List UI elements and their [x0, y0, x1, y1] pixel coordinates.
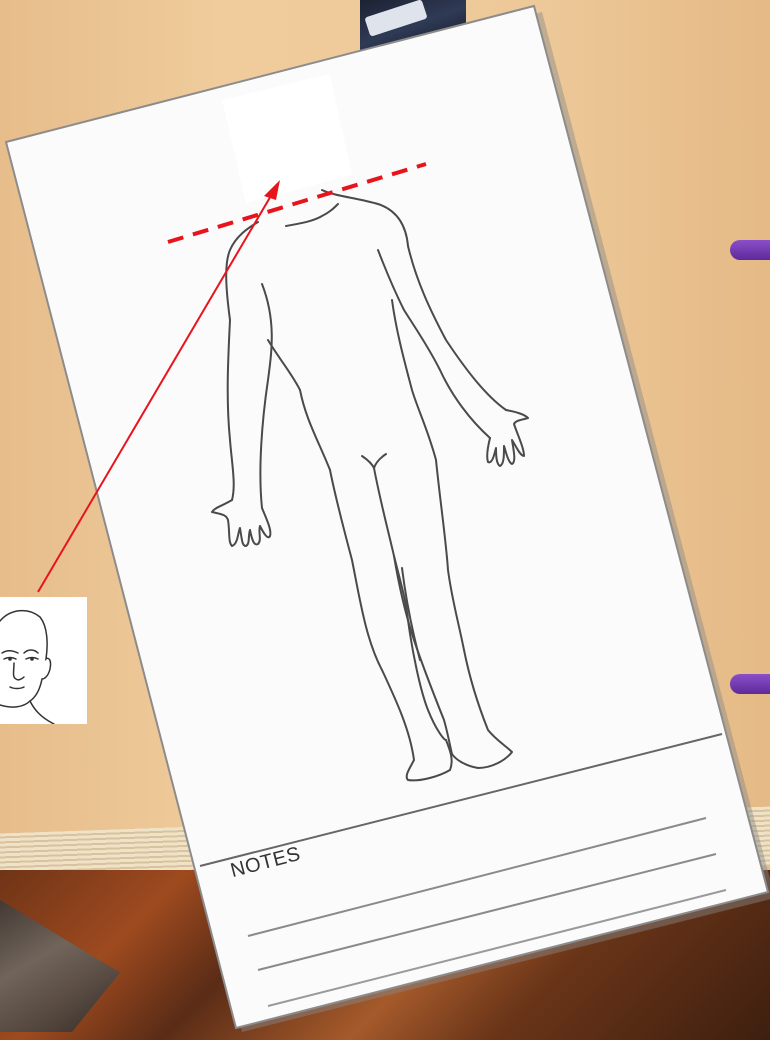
pupil-right [30, 657, 34, 661]
eyebrow-right [24, 650, 38, 653]
neck-line [30, 701, 54, 724]
pupil-left [8, 657, 12, 661]
eyebrow-left [2, 651, 18, 653]
nose [14, 663, 25, 680]
mouth [10, 687, 24, 689]
face-sketch-icon[interactable] [0, 597, 87, 724]
sheet-paper [6, 6, 768, 1028]
face-sketch-drawing [0, 597, 87, 724]
